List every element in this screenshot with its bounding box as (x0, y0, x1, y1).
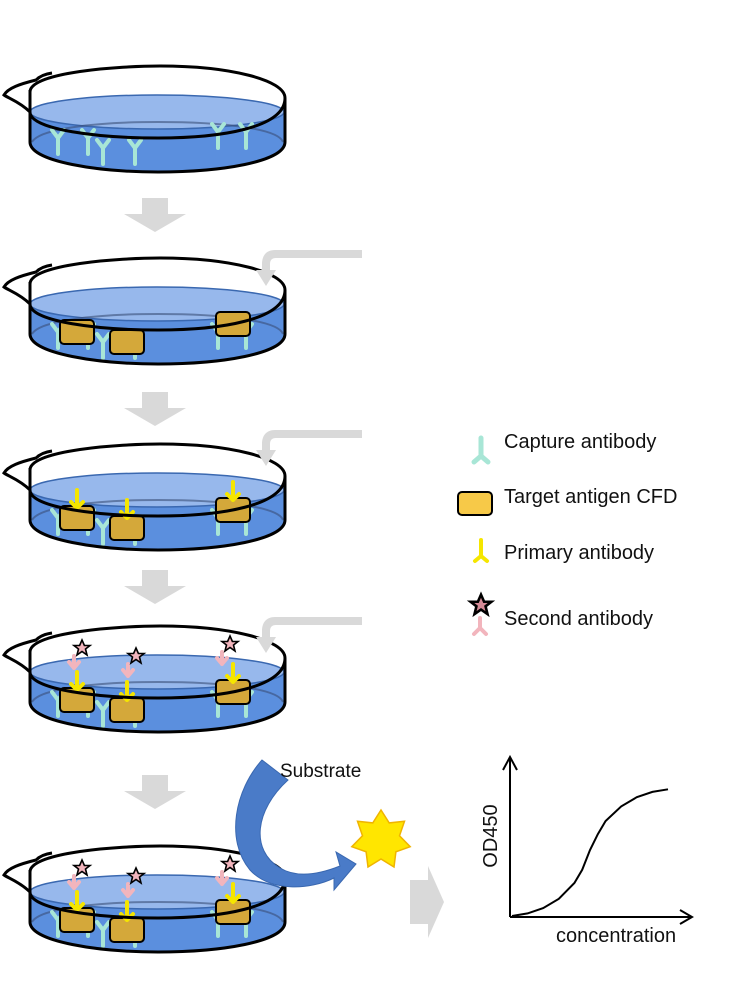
reagent-addition-arrow (256, 430, 362, 466)
second-antibody-star-icon (466, 591, 496, 636)
petri-dish-step-2 (2, 256, 287, 366)
petri-dish-step-3 (2, 442, 287, 552)
legend-label-primary: Primary antibody (504, 542, 654, 564)
down-arrow (124, 198, 186, 232)
down-arrow (124, 392, 186, 426)
petri-dish-step-4 (2, 624, 287, 734)
x-axis-arrowhead (679, 909, 694, 925)
y-axis-label: OD450 (480, 804, 502, 867)
legend-label-capture: Capture antibody (504, 431, 656, 453)
reagent-addition-arrow (256, 617, 362, 653)
dish-sequence (2, 64, 287, 954)
antigen-block-icon (457, 491, 493, 516)
step-arrows (124, 198, 186, 809)
primary-antibody-icon (473, 538, 489, 563)
down-arrow (124, 570, 186, 604)
down-arrow (124, 775, 186, 809)
reagent-addition-arrow (256, 250, 362, 286)
petri-dish-step-5 (2, 844, 287, 954)
x-axis-label: concentration (556, 925, 676, 947)
result-arrow (410, 866, 444, 938)
legend-label-antigen: Target antigen CFD (504, 486, 677, 508)
signal-star-icon (350, 808, 412, 869)
substrate-label: Substrate (280, 761, 361, 782)
substrate-arrow (235, 759, 357, 892)
capture-antibody-icon (471, 435, 491, 465)
sigmoid-curve (511, 788, 669, 917)
legend-label-second: Second antibody (504, 608, 653, 630)
petri-dish-step-1 (2, 64, 287, 174)
target-antigen (109, 329, 145, 355)
legend: Capture antibody Target antigen CFD Prim… (457, 431, 677, 636)
y-axis-arrowhead (502, 754, 518, 771)
od450-chart: concentration OD450 (480, 754, 694, 947)
addition-arrows (256, 250, 362, 653)
